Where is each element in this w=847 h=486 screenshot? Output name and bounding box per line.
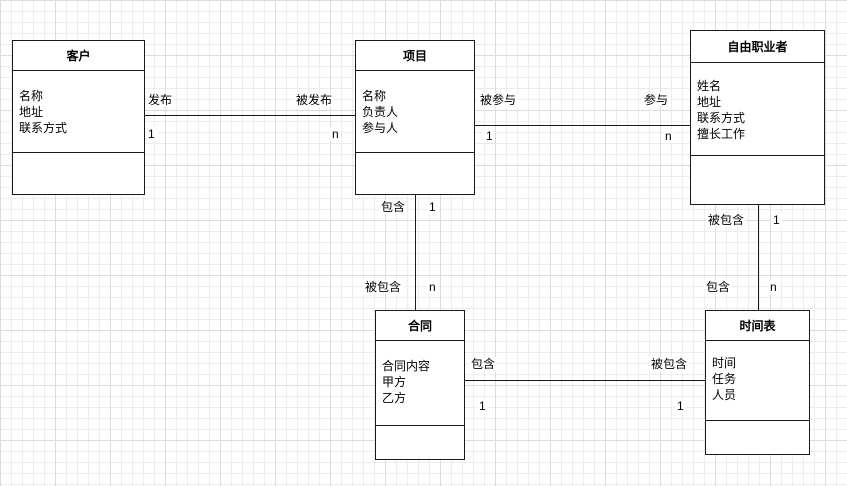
edge-label[interactable]: 被包含 — [706, 213, 747, 227]
entity-footer — [691, 156, 824, 204]
edge-label[interactable]: 包含 — [704, 280, 733, 294]
entity-project[interactable]: 项目 名称 负责人 参与人 — [355, 40, 475, 195]
entity-freelancer[interactable]: 自由职业者 姓名 地址 联系方式 擅长工作 — [690, 30, 825, 205]
entity-attribute[interactable]: 地址 — [19, 105, 44, 119]
entity-attributes: 名称 地址 联系方式 — [13, 71, 144, 153]
entity-title: 客户 — [13, 41, 144, 71]
cardinality-label[interactable]: 1 — [146, 127, 157, 141]
entity-footer — [376, 426, 464, 459]
entity-attribute[interactable]: 任务 — [712, 372, 737, 386]
entity-attribute[interactable]: 参与人 — [362, 121, 399, 135]
entity-title: 自由职业者 — [691, 31, 824, 63]
connector-freelancer-timetable[interactable] — [758, 205, 759, 310]
cardinality-label[interactable]: 1 — [477, 399, 488, 413]
entity-footer — [13, 153, 144, 194]
entity-footer — [356, 153, 474, 194]
entity-title: 合同 — [376, 311, 464, 341]
edge-label[interactable]: 被包含 — [649, 357, 690, 371]
entity-attribute[interactable]: 负责人 — [362, 105, 399, 119]
entity-attribute[interactable]: 人员 — [712, 388, 737, 402]
connector-project-contract[interactable] — [415, 195, 416, 310]
entity-attribute[interactable]: 姓名 — [697, 79, 722, 93]
cardinality-label[interactable]: 1 — [484, 129, 495, 143]
entity-attribute[interactable]: 联系方式 — [697, 111, 746, 125]
entity-attribute[interactable]: 甲方 — [382, 375, 407, 389]
entity-title: 项目 — [356, 41, 474, 71]
cardinality-label[interactable]: n — [330, 127, 341, 141]
entity-timetable[interactable]: 时间表 时间 任务 人员 — [705, 310, 810, 455]
entity-attributes: 名称 负责人 参与人 — [356, 71, 474, 153]
cardinality-label[interactable]: 1 — [427, 200, 438, 214]
entity-attributes: 合同内容 甲方 乙方 — [376, 341, 464, 426]
cardinality-label[interactable]: n — [427, 280, 438, 294]
entity-attribute[interactable]: 名称 — [19, 89, 44, 103]
edge-label[interactable]: 被发布 — [294, 93, 335, 107]
entity-customer[interactable]: 客户 名称 地址 联系方式 — [12, 40, 145, 195]
entity-footer — [706, 421, 809, 454]
edge-label[interactable]: 包含 — [469, 357, 498, 371]
entity-attribute[interactable]: 联系方式 — [19, 121, 68, 135]
entity-attributes: 时间 任务 人员 — [706, 341, 809, 421]
entity-contract[interactable]: 合同 合同内容 甲方 乙方 — [375, 310, 465, 460]
edge-label[interactable]: 被包含 — [363, 280, 404, 294]
edge-label[interactable]: 参与 — [642, 93, 671, 107]
entity-title: 时间表 — [706, 311, 809, 341]
edge-label[interactable]: 被参与 — [478, 93, 519, 107]
entity-attribute[interactable]: 名称 — [362, 89, 387, 103]
cardinality-label[interactable]: n — [768, 280, 779, 294]
cardinality-label[interactable]: n — [663, 129, 674, 143]
cardinality-label[interactable]: 1 — [771, 213, 782, 227]
connector-customer-project[interactable] — [145, 115, 355, 116]
entity-attributes: 姓名 地址 联系方式 擅长工作 — [691, 63, 824, 156]
connector-project-freelancer[interactable] — [475, 125, 690, 126]
entity-attribute[interactable]: 擅长工作 — [697, 127, 746, 141]
entity-attribute[interactable]: 时间 — [712, 356, 737, 370]
entity-attribute[interactable]: 合同内容 — [382, 359, 431, 373]
edge-label[interactable]: 发布 — [146, 93, 175, 107]
entity-attribute[interactable]: 乙方 — [382, 391, 407, 405]
edge-label[interactable]: 包含 — [379, 200, 408, 214]
connector-contract-timetable[interactable] — [465, 380, 705, 381]
cardinality-label[interactable]: 1 — [675, 399, 686, 413]
entity-attribute[interactable]: 地址 — [697, 95, 722, 109]
